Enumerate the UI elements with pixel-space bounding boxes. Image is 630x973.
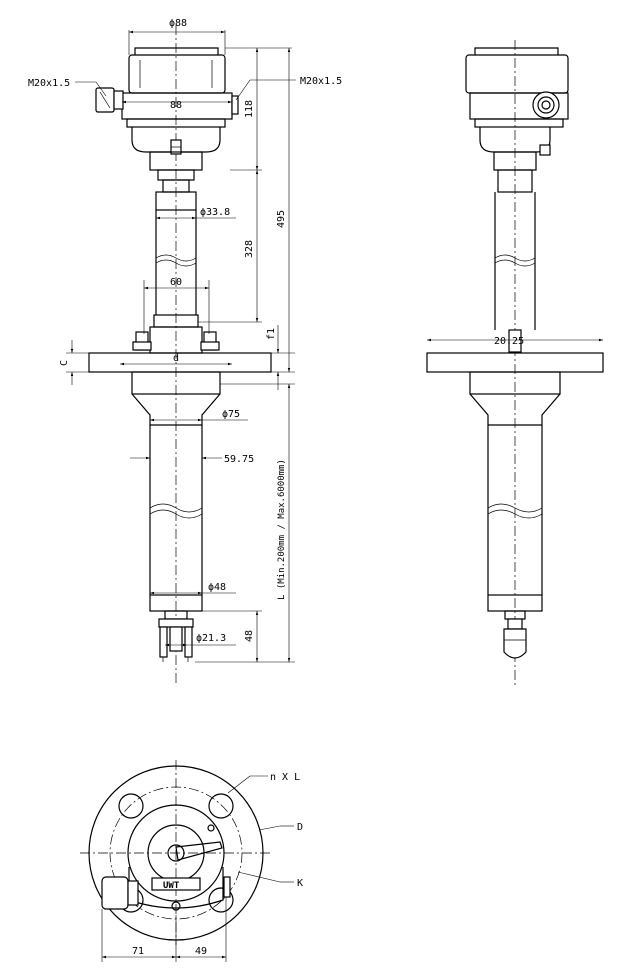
label-bolt-spacing: 60	[170, 277, 182, 288]
label-dim-left: 71	[132, 946, 144, 957]
label-thread-left: M20x1.5	[28, 78, 70, 89]
front-dimensions	[66, 30, 296, 663]
front-view: ϕ88 88 M20x1.5 M20x1.5 118 495 328 ϕ33.8…	[28, 18, 342, 685]
label-outer-dia: D	[297, 822, 303, 833]
label-dia-head: ϕ88	[169, 18, 187, 29]
logo-plate	[151, 877, 201, 891]
head-housing	[95, 47, 239, 155]
label-bolt-circle: K	[297, 878, 303, 889]
bolt-hole-1	[118, 793, 144, 819]
label-holes: n X L	[270, 772, 300, 783]
label-probe-length: L (Min.200mm / Max.6000mm)	[277, 459, 287, 600]
logo-text: UWT	[163, 881, 180, 891]
label-wrench-size: 20.25	[494, 336, 524, 347]
label-thread-right: M20x1.5	[300, 76, 342, 87]
label-dia-sensor: ϕ48	[208, 582, 226, 593]
side-fork-paddle	[503, 628, 527, 659]
label-flange-dia: d	[173, 353, 179, 364]
bottom-cable-gland	[101, 876, 129, 910]
label-flange-offset: f1	[266, 328, 277, 340]
flange-bolts	[132, 331, 220, 351]
label-probe-offset: 59.75	[224, 454, 254, 465]
probe-body	[131, 371, 221, 620]
cable-gland-front	[532, 91, 560, 119]
label-height-total: 495	[276, 210, 287, 228]
bolt-hole-2	[208, 793, 234, 819]
label-fork-length: 48	[244, 630, 255, 642]
flange	[88, 352, 272, 373]
label-head-width: 88	[170, 100, 182, 111]
label-dim-right: 49	[195, 946, 207, 957]
label-flange-thickness: C	[59, 360, 70, 366]
label-dia-tube: ϕ33.8	[200, 207, 230, 218]
label-dia-probe: ϕ75	[222, 409, 240, 420]
label-height-extension: 328	[244, 240, 255, 258]
bottom-view: UWT n X L D K 71 49	[80, 760, 303, 962]
side-view: 20.25	[426, 40, 604, 685]
extension-tube	[149, 151, 203, 354]
label-dia-fork: ϕ21.3	[196, 633, 226, 644]
label-height-head: 118	[244, 100, 255, 118]
